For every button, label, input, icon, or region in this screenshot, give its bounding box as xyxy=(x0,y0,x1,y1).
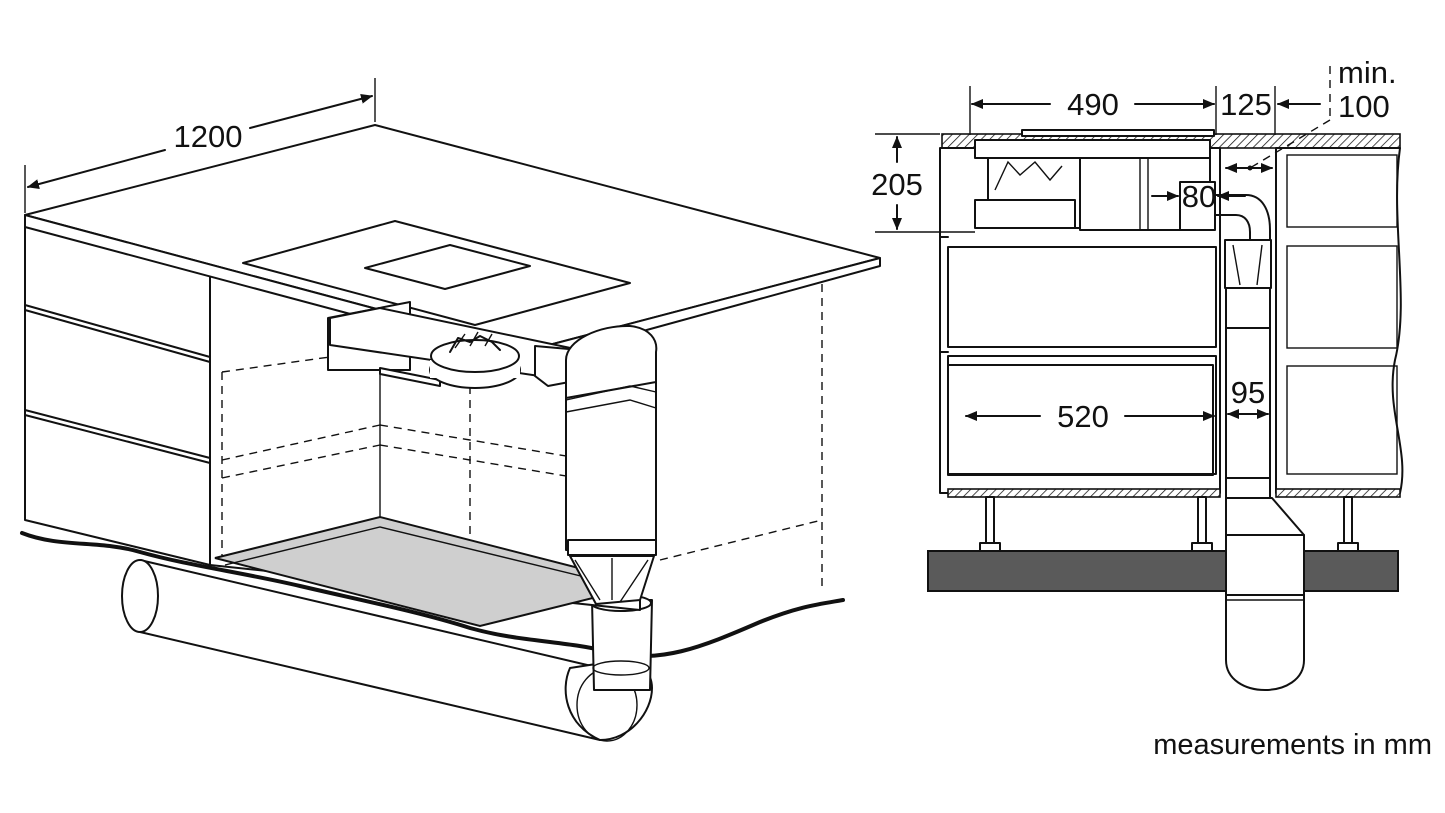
dim-520-label: 520 xyxy=(1057,399,1109,434)
drawer-cabinet xyxy=(24,214,211,566)
dim-490-label: 490 xyxy=(1067,87,1119,122)
dim-95: 95 xyxy=(1227,375,1269,419)
floor-slab xyxy=(927,550,1399,592)
dim-205-label: 205 xyxy=(871,167,923,202)
dim-min-value: 100 xyxy=(1338,89,1390,124)
dim-min-100: min. 100 xyxy=(1225,55,1397,173)
dim-80: 80 xyxy=(1151,179,1246,214)
dim-min-label: min. xyxy=(1338,55,1397,90)
dim-125: 125 xyxy=(1220,86,1321,135)
section-fan-unit xyxy=(974,139,1216,231)
dim-520: 520 xyxy=(965,399,1215,434)
vertical-duct xyxy=(565,324,658,605)
dim-490: 490 xyxy=(969,86,1217,135)
dim-125-label: 125 xyxy=(1220,87,1272,122)
units-footnote: measurements in mm xyxy=(1153,729,1432,761)
width-dimension: 1200 xyxy=(24,78,376,213)
floor-break-line xyxy=(20,531,845,659)
cooktop xyxy=(242,220,631,326)
dim-205: 205 xyxy=(871,133,975,233)
dim-95-label: 95 xyxy=(1231,375,1265,410)
section-cabinet-right xyxy=(1275,147,1404,498)
width-label: 1200 xyxy=(174,119,243,154)
cabinet-legs xyxy=(979,496,1359,552)
section-view: 490 125 min. 100 205 8 xyxy=(871,55,1404,691)
dim-80-label: 80 xyxy=(1182,179,1216,214)
perspective-view: 1200 xyxy=(20,78,881,742)
